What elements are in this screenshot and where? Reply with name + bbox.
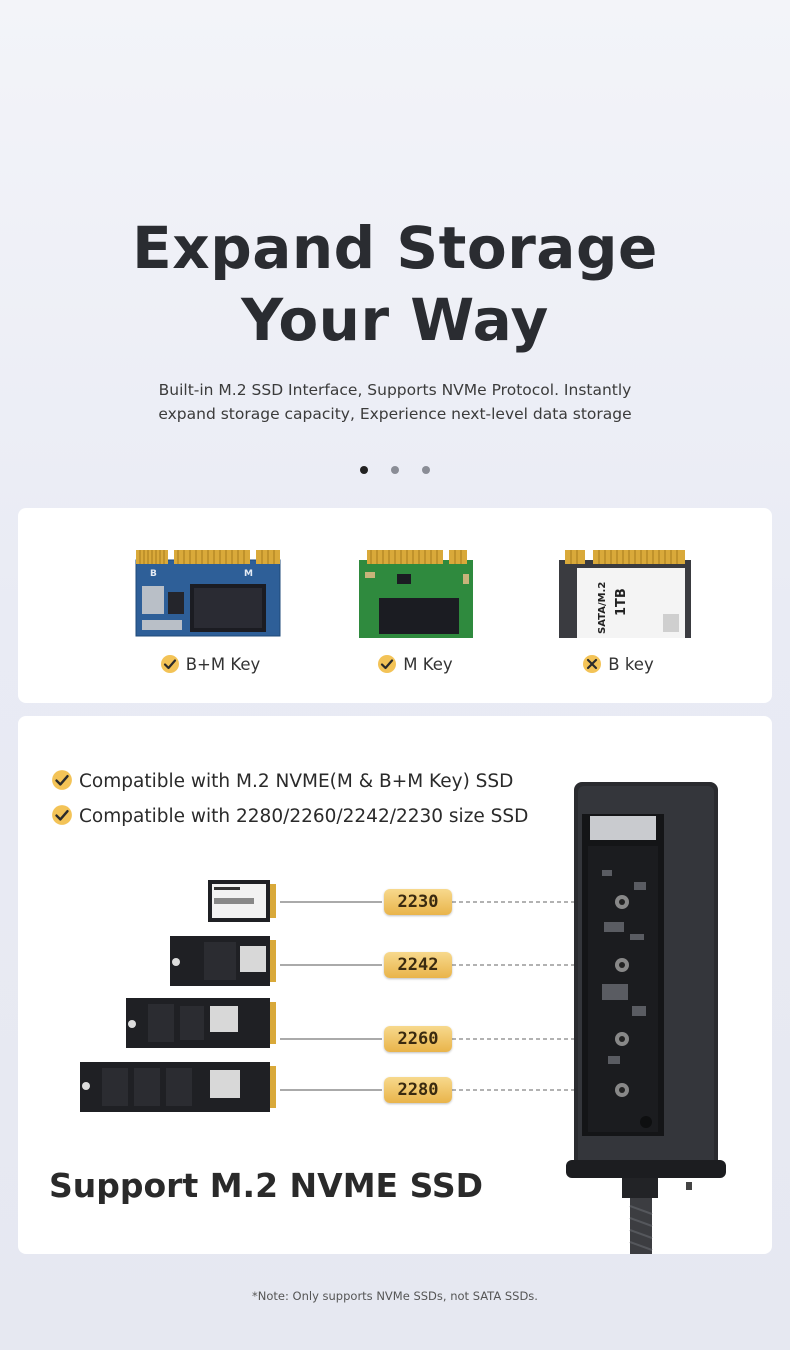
key-item-bm: B M (108, 544, 308, 640)
m-key-ssd-image (359, 550, 473, 638)
title-line-2: Your Way (241, 286, 549, 354)
carousel-dot-2[interactable] (391, 466, 399, 474)
support-headline: Support M.2 NVME SSD (49, 1166, 484, 1205)
footer-note: *Note: Only supports NVMe SSDs, not SATA… (252, 1289, 538, 1303)
enclosure-image (566, 782, 726, 1254)
compat-line-2: Compatible with 2280/2260/2242/2230 size… (51, 804, 528, 827)
key-label-bm: B+M Key (110, 654, 310, 674)
carousel-dot-3[interactable] (422, 466, 431, 474)
carousel-dot-1[interactable] (359, 466, 368, 474)
key-label-text: B key (608, 655, 654, 674)
b-chip-label-capacity: 1TB (614, 588, 629, 616)
subtitle-line-2: expand storage capacity, Experience next… (158, 405, 632, 423)
key-label-text: M Key (403, 655, 453, 674)
compat-line-1: Compatible with M.2 NVME(M & B+M Key) SS… (51, 769, 513, 792)
subtitle-line-1: Built-in M.2 SSD Interface, Supports NVM… (158, 381, 632, 399)
size-badge-2242: 2242 (384, 952, 452, 978)
carousel-dots (0, 459, 790, 478)
title-line-1: Expand Storage (132, 214, 658, 282)
compatibility-card: Compatible with M.2 NVME(M & B+M Key) SS… (18, 716, 772, 1254)
compat-line-2-text: Compatible with 2280/2260/2242/2230 size… (79, 806, 529, 827)
compat-line-1-text: Compatible with M.2 NVME(M & B+M Key) SS… (79, 771, 514, 792)
key-label-m: M Key (315, 654, 515, 674)
bm-chip-label-b: B (150, 569, 157, 579)
hero-subtitle: Built-in M.2 SSD Interface, Supports NVM… (0, 378, 790, 426)
key-label-text: B+M Key (185, 655, 261, 674)
size-badge-2260: 2260 (384, 1026, 452, 1052)
size-badge-2230: 2230 (384, 889, 452, 915)
b-key-ssd-image: SATA/M.2 1TB (559, 550, 691, 638)
size-badge-2280: 2280 (384, 1077, 452, 1103)
key-types-card: B M B+M Key M Key (18, 508, 772, 703)
check-icon (51, 804, 73, 826)
ssd-2242-image (170, 936, 270, 986)
cross-icon (582, 654, 602, 674)
ssd-2230-image (208, 880, 270, 922)
ssd-2280-image (80, 1062, 270, 1112)
b-chip-label-sata: SATA/M.2 (597, 582, 608, 634)
size-diagram (80, 782, 726, 1254)
ssd-2260-image (126, 998, 270, 1048)
check-icon (51, 769, 73, 791)
bm-key-ssd-image: B M (135, 550, 281, 637)
key-item-m (315, 544, 515, 640)
key-item-b: SATA/M.2 1TB (518, 544, 718, 640)
key-label-b: B key (518, 654, 718, 674)
check-icon (377, 654, 397, 674)
page-title: Expand Storage Your Way (0, 212, 790, 356)
bm-chip-label-m: M (244, 569, 253, 579)
check-icon (160, 654, 180, 674)
